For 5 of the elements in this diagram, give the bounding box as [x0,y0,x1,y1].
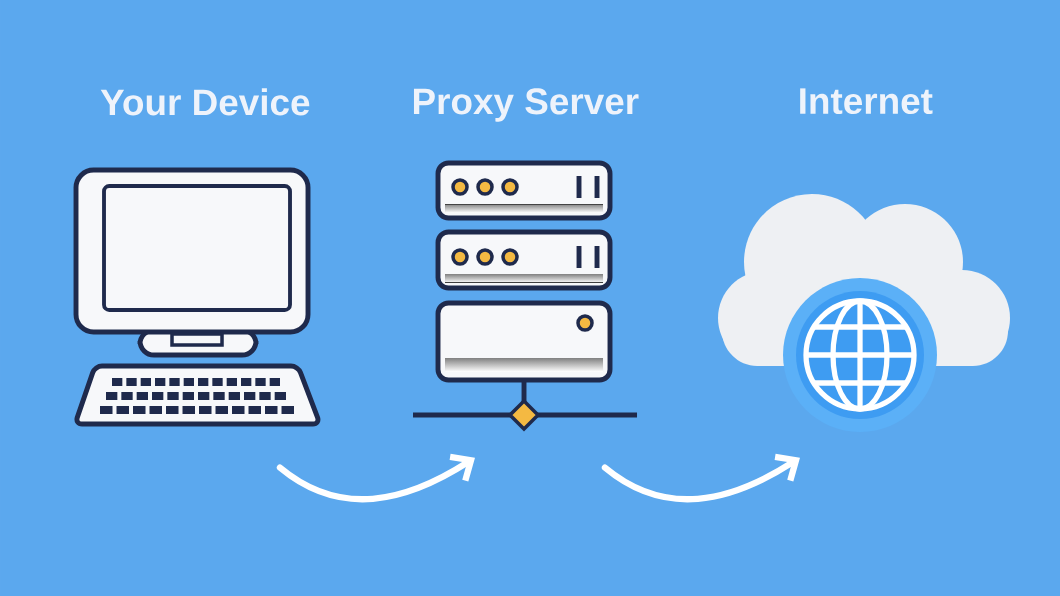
section-heading: Your Device [100,88,310,116]
curved-arrow [601,453,800,503]
section-heading: Proxy Server [413,88,639,122]
curved-arrow [276,453,475,503]
section-heading: Internet [800,88,933,115]
